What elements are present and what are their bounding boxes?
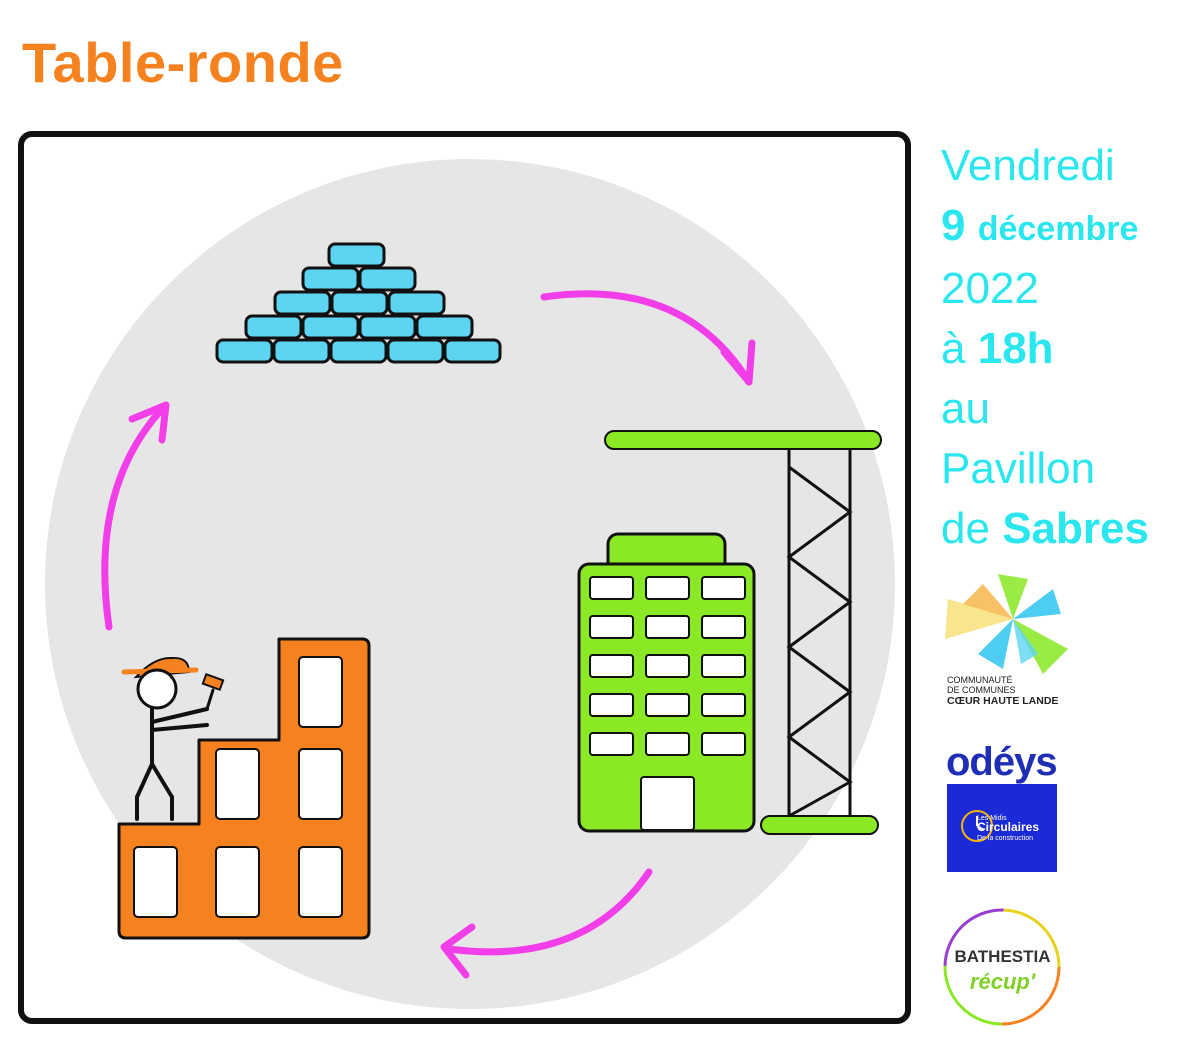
event-details: Vendredi 9 décembre 2022 à 18h au Pavill… — [941, 136, 1149, 559]
odeys-logo: odéys — [946, 740, 1058, 784]
page-title: Table-ronde — [22, 31, 344, 94]
event-time: à 18h — [941, 319, 1149, 379]
event-place: Pavillon — [941, 444, 1096, 493]
bathestia-logo: BATHESTIA récup' — [940, 905, 1065, 1030]
event-place-de: de — [941, 504, 990, 553]
event-time-prefix: à — [941, 324, 966, 373]
event-place-name-line: de Sabres — [941, 499, 1149, 559]
brick-pile-icon — [215, 242, 502, 364]
event-date-month: décembre — [977, 210, 1139, 248]
circular-construction-illustration — [45, 159, 895, 1009]
midis-circulaires-logo: Les Midis Circulaires De la construction — [947, 784, 1057, 872]
event-time-value: 18h — [977, 324, 1054, 373]
arrow-left — [101, 403, 168, 631]
bathestia-ring-icon — [943, 908, 1061, 1026]
midis-text: Les Midis Circulaires De la construction — [977, 815, 1040, 842]
arrowhead-top-right — [720, 339, 756, 386]
green-building-icon — [577, 532, 756, 833]
arrow-bottom — [445, 868, 653, 956]
cycle-arrows — [101, 290, 756, 979]
event-year: 2022 — [941, 264, 1039, 313]
orange-building-icon — [117, 637, 371, 940]
illustration-frame — [18, 131, 911, 1024]
bathestia-subtitle: récup' — [969, 969, 1036, 994]
cchl-logo-text-2: CŒUR HAUTE LANDE — [947, 695, 1059, 707]
arrowhead-left — [128, 401, 170, 444]
bathestia-name: BATHESTIA — [954, 947, 1051, 966]
event-place-prefix: au — [941, 384, 990, 433]
event-day: Vendredi — [941, 141, 1115, 190]
event-date: 9 décembre — [941, 196, 1149, 259]
worker-icon — [121, 656, 225, 821]
event-place-name: Sabres — [1002, 504, 1149, 553]
midis-clock-icon — [961, 810, 993, 842]
arrowhead-bottom — [440, 923, 476, 979]
event-date-number: 9 — [941, 201, 966, 250]
crane-icon — [604, 430, 882, 835]
cchl-logo-mark — [945, 574, 1068, 674]
